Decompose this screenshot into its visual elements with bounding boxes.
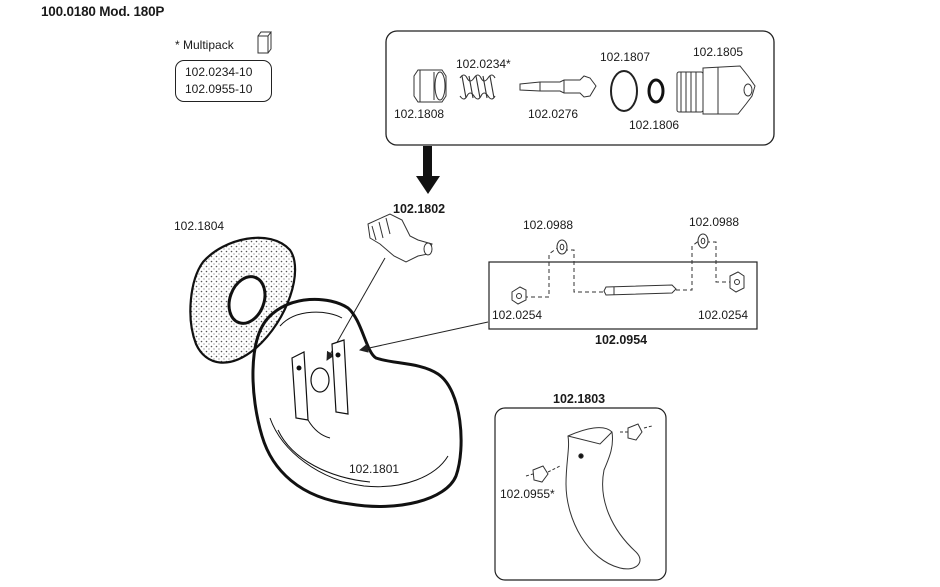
multipack-code: 102.0234-10: [185, 65, 253, 79]
part-label-washer-right: 102.0988: [689, 215, 740, 229]
part-label-disc: 102.1804: [174, 219, 225, 233]
part-label-nut-left: 102.0254: [492, 308, 543, 322]
part-label-nozzle: 102.1805: [693, 45, 744, 59]
part-label-housing: 102.1808: [394, 107, 445, 121]
valve-assembly-part: [367, 213, 433, 263]
axle-kit-parts: [511, 233, 745, 305]
multipack-box-icon: [257, 31, 272, 54]
rubber-disc-part: [189, 236, 297, 364]
part-label-washer-left: 102.0988: [523, 218, 574, 232]
part-label-o-ring: 102.1807: [600, 50, 651, 64]
paddle-kit-parts: [525, 423, 653, 570]
multipack-code: 102.0955-10: [185, 82, 253, 96]
kit-label-axle: 102.0954: [595, 333, 648, 347]
part-label-nut-right: 102.0254: [698, 308, 749, 322]
seal-ring-part: [647, 78, 665, 104]
part-label-seal: 102.1806: [629, 118, 680, 132]
multipack-label: * Multipack: [175, 38, 234, 52]
part-label-stopper: 102.0955*: [500, 487, 555, 501]
valve-pin-part: [519, 75, 597, 98]
nozzle-part: [676, 65, 756, 115]
o-ring-part: [610, 70, 638, 112]
valve-housing-part: [413, 69, 447, 103]
axle-leader-line: [359, 321, 489, 353]
valve-kit-box: [385, 30, 775, 146]
arrow-down-icon: [416, 146, 440, 194]
part-label-pin: 102.0276: [528, 107, 579, 121]
valve-spring-part: [459, 74, 496, 100]
axle-kit-box: [488, 261, 758, 330]
kit-label-paddle: 102.1803: [553, 392, 606, 406]
drinking-bowl-part: [251, 297, 463, 508]
model-title: 100.0180 Mod. 180P: [41, 4, 165, 19]
multipack-codes-box: 102.0234-10 102.0955-10: [175, 60, 272, 102]
part-label-bowl: 102.1801: [349, 462, 400, 476]
part-label-valve-assembly: 102.1802: [393, 202, 446, 216]
paddle-kit-box: [494, 407, 667, 581]
part-label-spring: 102.0234*: [456, 57, 511, 71]
